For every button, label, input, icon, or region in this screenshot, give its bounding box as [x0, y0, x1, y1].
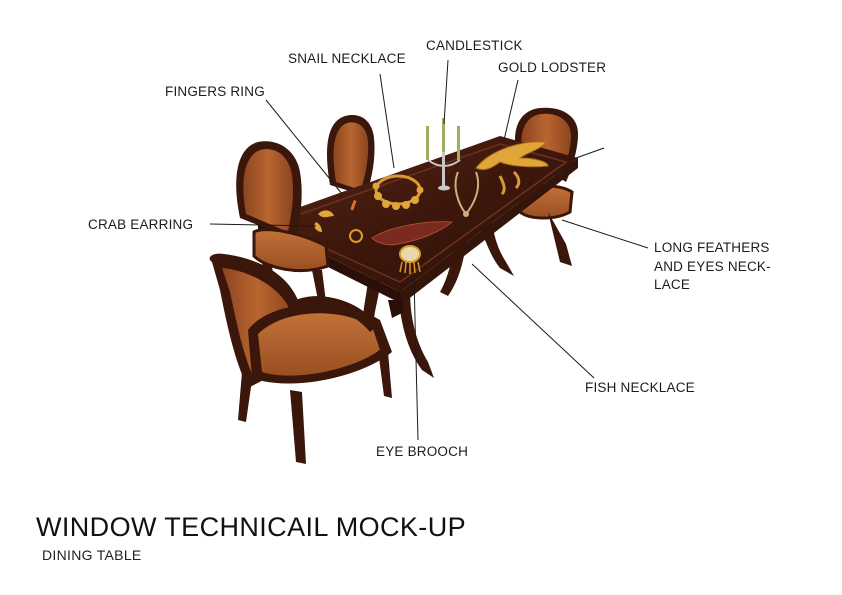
leader-candlestick: [443, 59, 449, 125]
leader-long-feathers: [561, 219, 649, 249]
leader-lines: [209, 59, 649, 441]
label-fish-necklace: FISH NECKLACE: [585, 380, 695, 395]
label-gold-lodster: GOLD LODSTER: [498, 60, 607, 75]
page-subtitle: DINING TABLE: [42, 547, 142, 563]
leader-fish-necklace: [471, 263, 595, 379]
leader-eye-brooch: [413, 277, 419, 441]
gold-lobster: [475, 141, 549, 196]
eye-brooch: [399, 245, 421, 274]
chair-left-middle: [236, 141, 330, 302]
label-long-feathers-line-3: LACE: [654, 277, 691, 292]
leader-crab-earring: [209, 223, 317, 227]
leader-fingers-ring: [265, 99, 343, 195]
chair-back-left: [326, 114, 375, 196]
fish-necklace: [371, 221, 454, 246]
jewelry-items: [314, 118, 549, 274]
label-long-feathers-line-1: LONG FEATHERS: [654, 240, 770, 255]
crab-earring: [314, 199, 357, 232]
label-candlestick: CANDLESTICK: [426, 38, 523, 53]
leader-long-feathers-b: [575, 147, 605, 159]
label-long-feathers-line-2: AND EYES NECK-: [654, 259, 771, 274]
candlestick: [426, 118, 461, 191]
label-crab-earring: CRAB EARRING: [88, 217, 194, 232]
label-snail-necklace: SNAIL NECKLACE: [288, 51, 406, 66]
page-title: WINDOW TECHNICAIL MOCK-UP: [36, 512, 467, 542]
chair-front: [209, 253, 392, 464]
snail-necklace: [372, 174, 424, 210]
leader-snail-necklace: [379, 73, 395, 169]
label-fingers-ring: FINGERS RING: [165, 84, 265, 99]
fingers-ring: [349, 229, 363, 243]
long-feathers-necklace: [454, 171, 480, 217]
leader-gold-lodster: [503, 79, 519, 141]
label-eye-brooch: EYE BROOCH: [376, 444, 469, 459]
